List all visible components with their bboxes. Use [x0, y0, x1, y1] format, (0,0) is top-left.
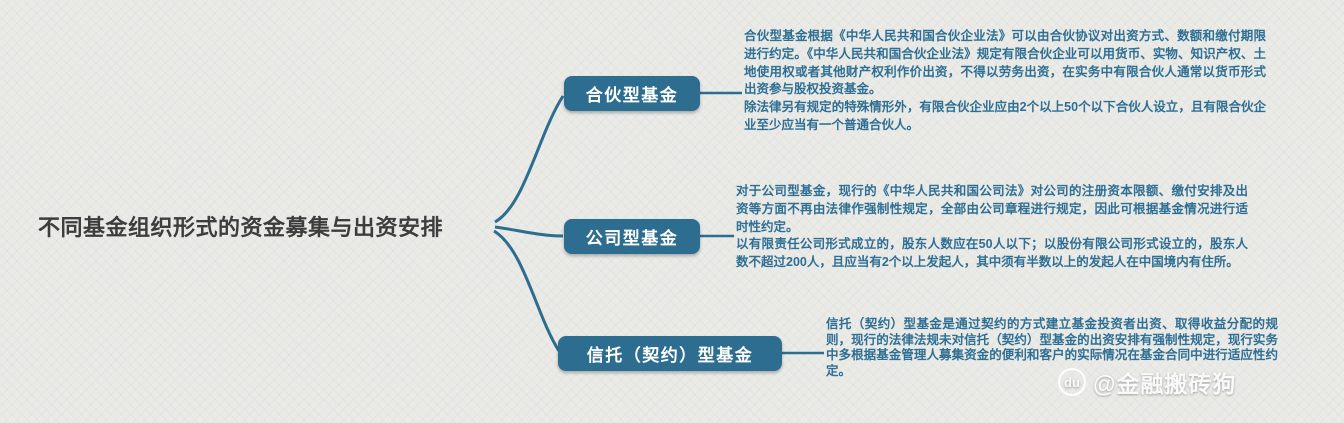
connector-title-to-corporate [494, 225, 564, 238]
branch-desc-partnership-fund: 合伙型基金根据《中华人民共和国合伙企业法》可以由合伙协议对出资方式、数额和缴付期… [744, 29, 1266, 132]
branch-desc-trust-fund: 信托（契约）型基金是通过契约的方式建立基金投资者出资、取得收益分配的规则，现行的… [826, 317, 1278, 378]
watermark: du @金融搬砖狗 [1058, 365, 1236, 399]
central-topic: 不同基金组织形式的资金募集与出资安排 [38, 215, 444, 240]
branch-node-corporate-fund: 公司型基金 [564, 219, 700, 254]
baidu-logo-icon: du [1058, 368, 1086, 396]
branch-node-label: 公司型基金 [585, 229, 679, 248]
branch-node-partnership-fund: 合伙型基金 [564, 76, 700, 111]
connector-title-to-partnership [494, 95, 565, 224]
branch-node-label: 合伙型基金 [585, 86, 679, 105]
baidu-logo-text: du [1064, 374, 1080, 390]
branch-node-label: 信托（契约）型基金 [586, 346, 754, 365]
branch-desc-corporate-fund: 对于公司型基金，现行的《中华人民共和国公司法》对公司的注册资本限额、缴付安排及出… [736, 184, 1248, 269]
watermark-handle: @金融搬砖狗 [1093, 371, 1237, 397]
branch-node-trust-fund: 信托（契约）型基金 [558, 336, 782, 371]
connector-title-to-trust [493, 229, 561, 352]
